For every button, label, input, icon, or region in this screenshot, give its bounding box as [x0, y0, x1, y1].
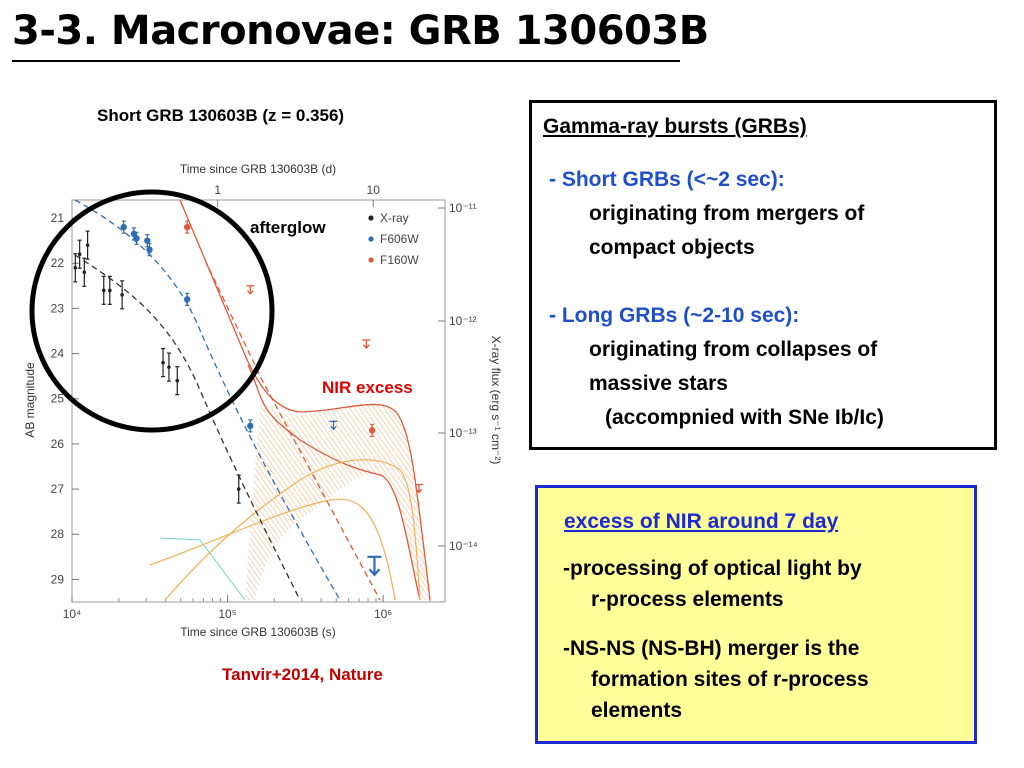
legend-marker — [368, 236, 374, 242]
y-tick-label: 28 — [51, 527, 65, 541]
upper-limit-arrow — [330, 421, 337, 431]
faint-cyan-curve — [159, 537, 246, 601]
y-axis-label: AB magnitude — [23, 362, 37, 438]
data-point-f606w — [144, 237, 151, 244]
legend-label: F606W — [380, 232, 419, 246]
short-grb-body-line: compact objects — [589, 236, 755, 259]
data-point-x-ray — [161, 360, 165, 365]
data-point-x-ray — [101, 288, 106, 293]
data-point-x-ray — [77, 252, 82, 257]
y-tick-label: 29 — [51, 572, 65, 586]
y-tick-label: 23 — [51, 301, 65, 315]
upper-limit-arrow — [363, 340, 370, 350]
x-tick-label: 10⁴ — [63, 607, 82, 621]
data-point-x-ray — [120, 293, 124, 297]
data-point-f160w — [183, 223, 191, 231]
upper-limit-arrow — [415, 484, 423, 494]
long-grb-note: (accompnied with SNe Ib/Ic) — [605, 406, 884, 429]
legend-label: F160W — [380, 253, 419, 267]
short-grb-head: - Short GRBs (<~2 sec): — [549, 168, 785, 191]
data-point-x-ray — [175, 378, 180, 383]
nir-afterglow-dashed — [204, 259, 381, 601]
title-underline — [12, 60, 680, 62]
grb-info-box: Gamma-ray bursts (GRBs) - Short GRBs (<~… — [529, 100, 997, 450]
data-points — [73, 220, 423, 577]
data-point-x-ray — [85, 243, 90, 247]
slide-title: 3-3. Macronovae: GRB 130603B — [12, 8, 709, 54]
legend-marker — [368, 215, 374, 221]
excess-item-line: formation sites of r-process — [591, 668, 869, 691]
excess-item-line: r-process elements — [591, 588, 784, 611]
right-tick-label: 10⁻¹¹ — [449, 201, 477, 215]
optical-afterglow-dashed — [74, 199, 341, 601]
x-axis-label: Time since GRB 130603B (s) — [180, 625, 336, 639]
nir-model-lower-curve — [247, 364, 421, 601]
y-tick-label: 21 — [51, 211, 65, 225]
right-tick-label: 10⁻¹⁴ — [449, 539, 478, 553]
y-tick-label: 27 — [51, 482, 65, 496]
excess-item-line: -processing of optical light by — [563, 557, 862, 580]
excess-item-merger: -NS-NS (NS-BH) merger is the formation s… — [563, 633, 869, 726]
data-point-x-ray — [73, 265, 78, 270]
data-point-f160w — [368, 427, 376, 434]
x-tick-label: 10⁵ — [218, 607, 236, 621]
right-tick-label: 10⁻¹³ — [449, 426, 477, 440]
x-tick-label: 10⁶ — [374, 607, 392, 621]
excess-item-line: elements — [591, 699, 683, 722]
data-point-x-ray — [108, 288, 112, 293]
nir-excess-annotation: NIR excess — [322, 378, 413, 397]
excess-heading: excess of NIR around 7 day — [564, 510, 839, 533]
grb-heading: Gamma-ray bursts (GRBs) — [543, 115, 807, 138]
axis-ticks: 10⁴ 10⁵ 10⁶ 1 10 21 22 23 24 25 26 27 28 29 10⁻¹¹ 10⁻¹²… — [51, 183, 478, 621]
data-point-x-ray — [167, 365, 171, 369]
optical-model-curve — [164, 459, 421, 601]
y-tick-label: 24 — [51, 347, 65, 361]
xray-model-dashed — [74, 254, 301, 601]
afterglow-annotation: afterglow — [250, 218, 326, 237]
data-point-f606w — [146, 246, 153, 253]
data-point-f606w — [247, 422, 254, 430]
legend-label: X-ray — [380, 211, 409, 225]
right-axis-label: X-ray flux (erg s⁻¹ cm⁻²) — [489, 336, 503, 465]
excess-item-line: -NS-NS (NS-BH) merger is the — [563, 637, 860, 660]
data-point-f606w — [133, 235, 140, 242]
upper-limit-arrow — [246, 285, 254, 295]
y-tick-label: 25 — [51, 392, 65, 406]
top-tick-label: 10 — [367, 183, 381, 197]
data-point-x-ray — [82, 270, 87, 275]
top-axis-label: Time since GRB 130603B (d) — [180, 162, 336, 176]
short-grb-body-line: originating from mergers of — [589, 202, 865, 225]
legend-marker — [368, 257, 374, 263]
model-curves — [74, 199, 431, 601]
y-tick-label: 22 — [51, 256, 65, 270]
macronova-hatched-region — [245, 400, 430, 600]
long-grb-body-line: massive stars — [589, 372, 728, 395]
optical-model-curve-2 — [149, 498, 396, 601]
short-grb-item: - Short GRBs (<~2 sec): originating from… — [549, 163, 864, 265]
right-tick-label: 10⁻¹² — [449, 314, 477, 328]
y-tick-label: 26 — [51, 437, 65, 451]
long-grb-item: - Long GRBs (~2-10 sec): originating fro… — [549, 299, 884, 435]
chart-credit: Tanvir+2014, Nature — [222, 665, 383, 684]
data-point-f606w — [120, 223, 127, 231]
data-point-x-ray — [236, 487, 241, 491]
excess-item-processing: -processing of optical light by r-proces… — [563, 553, 862, 615]
nir-excess-box: excess of NIR around 7 day -processing o… — [535, 485, 977, 744]
top-tick-label: 1 — [214, 183, 221, 197]
long-grb-body-line: originating from collapses of — [589, 338, 878, 361]
afterglow-highlight-circle — [29, 189, 275, 433]
long-grb-head: - Long GRBs (~2-10 sec): — [549, 304, 800, 327]
data-point-f606w — [183, 296, 191, 303]
chart-caption: Short GRB 130603B (z = 0.356) — [97, 106, 345, 125]
upper-limit-arrow — [368, 556, 381, 577]
